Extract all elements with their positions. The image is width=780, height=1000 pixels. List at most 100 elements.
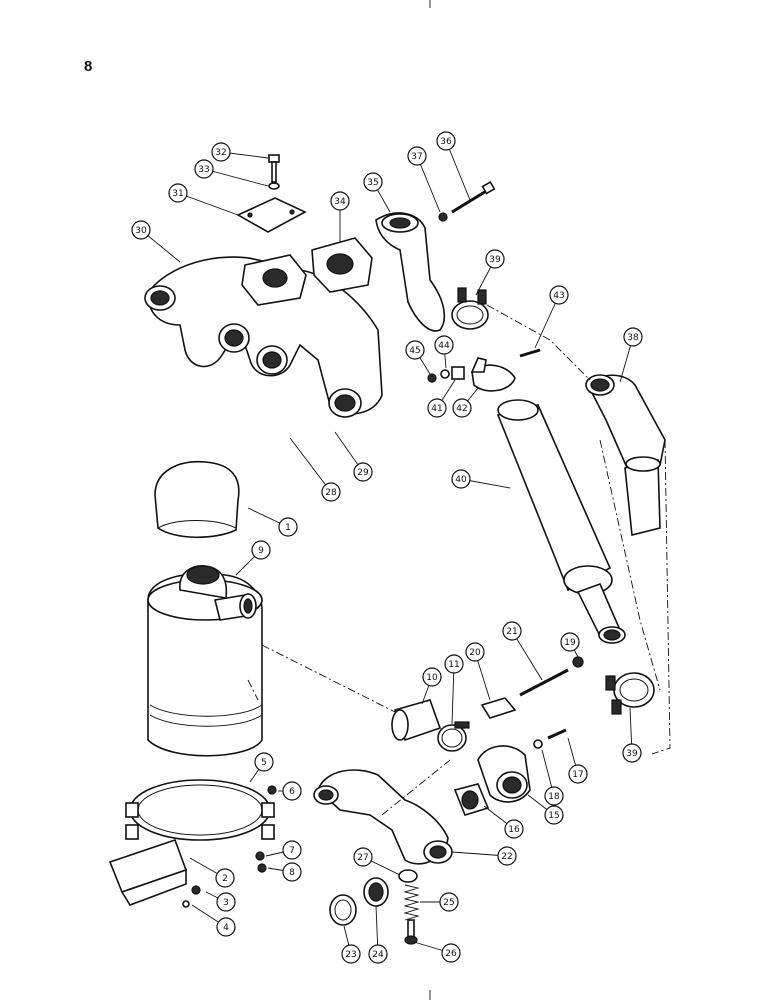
callout-circle-35 [363, 172, 383, 192]
callout-circle-30 [131, 220, 151, 240]
callout-label-1: 1 [285, 523, 291, 533]
bracket-20 [480, 697, 517, 719]
callout-label-35: 35 [367, 178, 378, 188]
callout-circle-26 [441, 943, 461, 963]
callout-circle-21 [502, 621, 522, 641]
callout-7: 7 [282, 840, 302, 860]
nut-7 [255, 851, 265, 861]
exhaust-manifold [144, 254, 383, 418]
callout-label-8: 8 [289, 868, 295, 878]
callout-2: 2 [215, 868, 235, 888]
callout-circle-18 [544, 786, 564, 806]
leader-line-28 [289, 437, 332, 493]
callout-1: 1 [278, 517, 298, 537]
callout-35: 35 [363, 172, 383, 192]
callout-circle-9 [251, 540, 271, 560]
callout-label-25: 25 [443, 898, 454, 908]
air-cleaner-cap [154, 460, 240, 539]
heat-valve-stem [404, 919, 418, 945]
hose-sleeve-10 [391, 699, 442, 742]
callout-label-44: 44 [438, 341, 450, 351]
callout-label-32: 32 [215, 148, 226, 158]
callout-circle-20 [465, 642, 485, 662]
callout-label-28: 28 [325, 488, 337, 498]
callout-6: 6 [282, 781, 302, 801]
callout-label-15: 15 [548, 811, 559, 821]
callout-circle-29 [353, 462, 373, 482]
callout-36: 36 [436, 131, 456, 151]
heat-valve-spring [403, 884, 420, 921]
callout-circle-6 [282, 781, 302, 801]
tail-pipe [585, 374, 666, 536]
callout-45: 45 [405, 340, 425, 360]
callout-33: 33 [194, 159, 214, 179]
callout-label-43: 43 [553, 291, 564, 301]
callout-32: 32 [211, 142, 231, 162]
leader-line-33 [203, 168, 269, 187]
callout-37: 37 [407, 146, 427, 166]
callout-17: 17 [568, 764, 588, 784]
callout-label-33: 33 [198, 165, 209, 175]
callout-label-20: 20 [469, 648, 481, 658]
callout-21: 21 [502, 621, 522, 641]
callout-circle-23 [341, 944, 361, 964]
screw-6 [267, 785, 277, 795]
lock-washer-44 [440, 369, 450, 379]
leader-line-43 [534, 294, 560, 349]
callout-label-3: 3 [223, 898, 229, 908]
bolt-17 [547, 728, 567, 740]
muffler [496, 399, 626, 644]
callout-30: 30 [131, 220, 151, 240]
callout-label-10: 10 [426, 673, 438, 683]
callout-circle-43 [549, 285, 569, 305]
callout-label-17: 17 [572, 770, 583, 780]
callout-34: 34 [330, 191, 350, 211]
callout-label-24: 24 [372, 950, 384, 960]
callout-label-40: 40 [455, 475, 467, 485]
hose-clamp-11 [437, 721, 470, 752]
callout-label-39a: 39 [489, 255, 501, 265]
sleeve-24-inner [368, 882, 384, 902]
callout-label-42: 42 [456, 404, 467, 414]
spacer-41 [451, 366, 465, 380]
callout-circle-19 [560, 632, 580, 652]
callout-23: 23 [341, 944, 361, 964]
callout-5: 5 [254, 752, 274, 772]
callout-25: 25 [439, 892, 459, 912]
callout-label-5: 5 [261, 758, 267, 768]
nut-37 [438, 212, 448, 222]
intake-elbow [477, 745, 531, 803]
manifold-cover-plate [236, 197, 307, 233]
callout-label-37: 37 [411, 152, 422, 162]
screw-3 [191, 885, 201, 895]
air-cleaner-band [125, 779, 275, 841]
leader-line-37 [416, 155, 441, 213]
callout-8: 8 [282, 862, 302, 882]
assembly-lines [247, 304, 671, 816]
callout-circle-27 [353, 847, 373, 867]
callout-22: 22 [497, 846, 517, 866]
callout-26: 26 [441, 943, 461, 963]
callout-15: 15 [544, 805, 564, 825]
callout-circle-32 [211, 142, 231, 162]
callout-40: 40 [451, 469, 471, 489]
callout-label-27: 27 [357, 853, 368, 863]
callout-11: 11 [444, 654, 464, 674]
callout-circle-36 [436, 131, 456, 151]
callout-29: 29 [353, 462, 373, 482]
callout-24: 24 [368, 944, 388, 964]
leader-line-36 [445, 140, 471, 201]
callout-label-4: 4 [223, 923, 229, 933]
callout-circle-2 [215, 868, 235, 888]
gasket-ring-27 [398, 869, 418, 883]
callout-28: 28 [321, 482, 341, 502]
callout-label-29: 29 [357, 468, 369, 478]
nut-8 [257, 863, 267, 873]
callout-circle-11 [444, 654, 464, 674]
callout-19: 19 [560, 632, 580, 652]
callout-label-7: 7 [289, 846, 295, 856]
callout-circle-1 [278, 517, 298, 537]
callout-label-2: 2 [222, 874, 228, 884]
callout-label-34: 34 [334, 197, 346, 207]
